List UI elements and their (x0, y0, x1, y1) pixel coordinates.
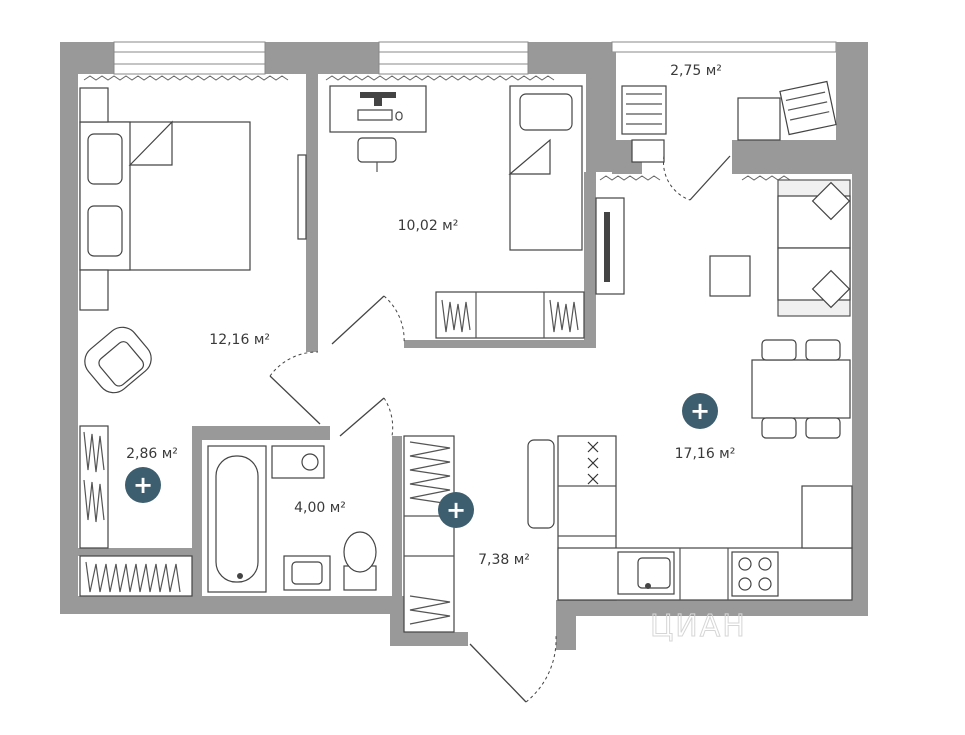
area-label-living-kitchen: 17,16 м² (675, 446, 736, 462)
door-balcony (663, 155, 731, 201)
chair-icon (357, 137, 397, 172)
radiators (83, 75, 791, 181)
fridge (527, 439, 555, 529)
sink-icon (283, 555, 331, 591)
plus-symbol: + (690, 397, 710, 425)
area-label-wardrobe: 2,86 м² (126, 446, 178, 462)
dining-table-icon (751, 339, 851, 439)
wardrobe-icon (79, 425, 193, 597)
sink-icon (617, 551, 675, 595)
sofa-icon (777, 179, 851, 317)
area-label-balcony: 2,75 м² (670, 63, 722, 79)
plus-symbol: + (446, 496, 466, 524)
plus-icon (682, 393, 718, 429)
area-label-bedroom-small: 10,02 м² (398, 218, 459, 234)
area-label-bedroom-large: 12,16 м² (209, 332, 270, 348)
plus-marker-hallway[interactable]: + (438, 492, 474, 528)
hob-marks (587, 441, 599, 485)
washing-machine-icon (271, 445, 325, 479)
armchair-icon (84, 326, 152, 394)
area-label-bathroom: 4,00 м² (294, 500, 346, 516)
coffee-table (709, 255, 751, 297)
tv-icon (595, 197, 625, 295)
desk-icon (329, 85, 427, 133)
walls (60, 41, 868, 650)
lounge-chair-icon (621, 85, 667, 163)
area-label-hallway: 7,38 м² (478, 552, 530, 568)
plus-icon (438, 492, 474, 528)
plus-icon (125, 467, 161, 503)
bathtub-icon (207, 445, 267, 593)
plus-marker-living[interactable]: + (682, 393, 718, 429)
wardrobe-icon (79, 87, 109, 311)
stove-icon (731, 551, 779, 597)
watermark: ЦИАН (650, 609, 747, 644)
plus-symbol: + (133, 471, 153, 499)
plus-marker-wardrobe[interactable]: + (125, 467, 161, 503)
lounge-chair-icon (737, 80, 837, 141)
door-entrance (469, 635, 557, 703)
toilet-icon (343, 531, 377, 591)
wardrobe-icon (435, 291, 585, 339)
door-bathroom (339, 397, 394, 437)
bed-icon (79, 120, 251, 271)
tv-icon (297, 154, 307, 240)
door-small-bedroom (331, 295, 405, 345)
wardrobe-icon (403, 435, 455, 633)
door-large-bedroom (269, 351, 321, 425)
bed-icon (508, 85, 583, 251)
kitchen-counter (557, 435, 853, 601)
